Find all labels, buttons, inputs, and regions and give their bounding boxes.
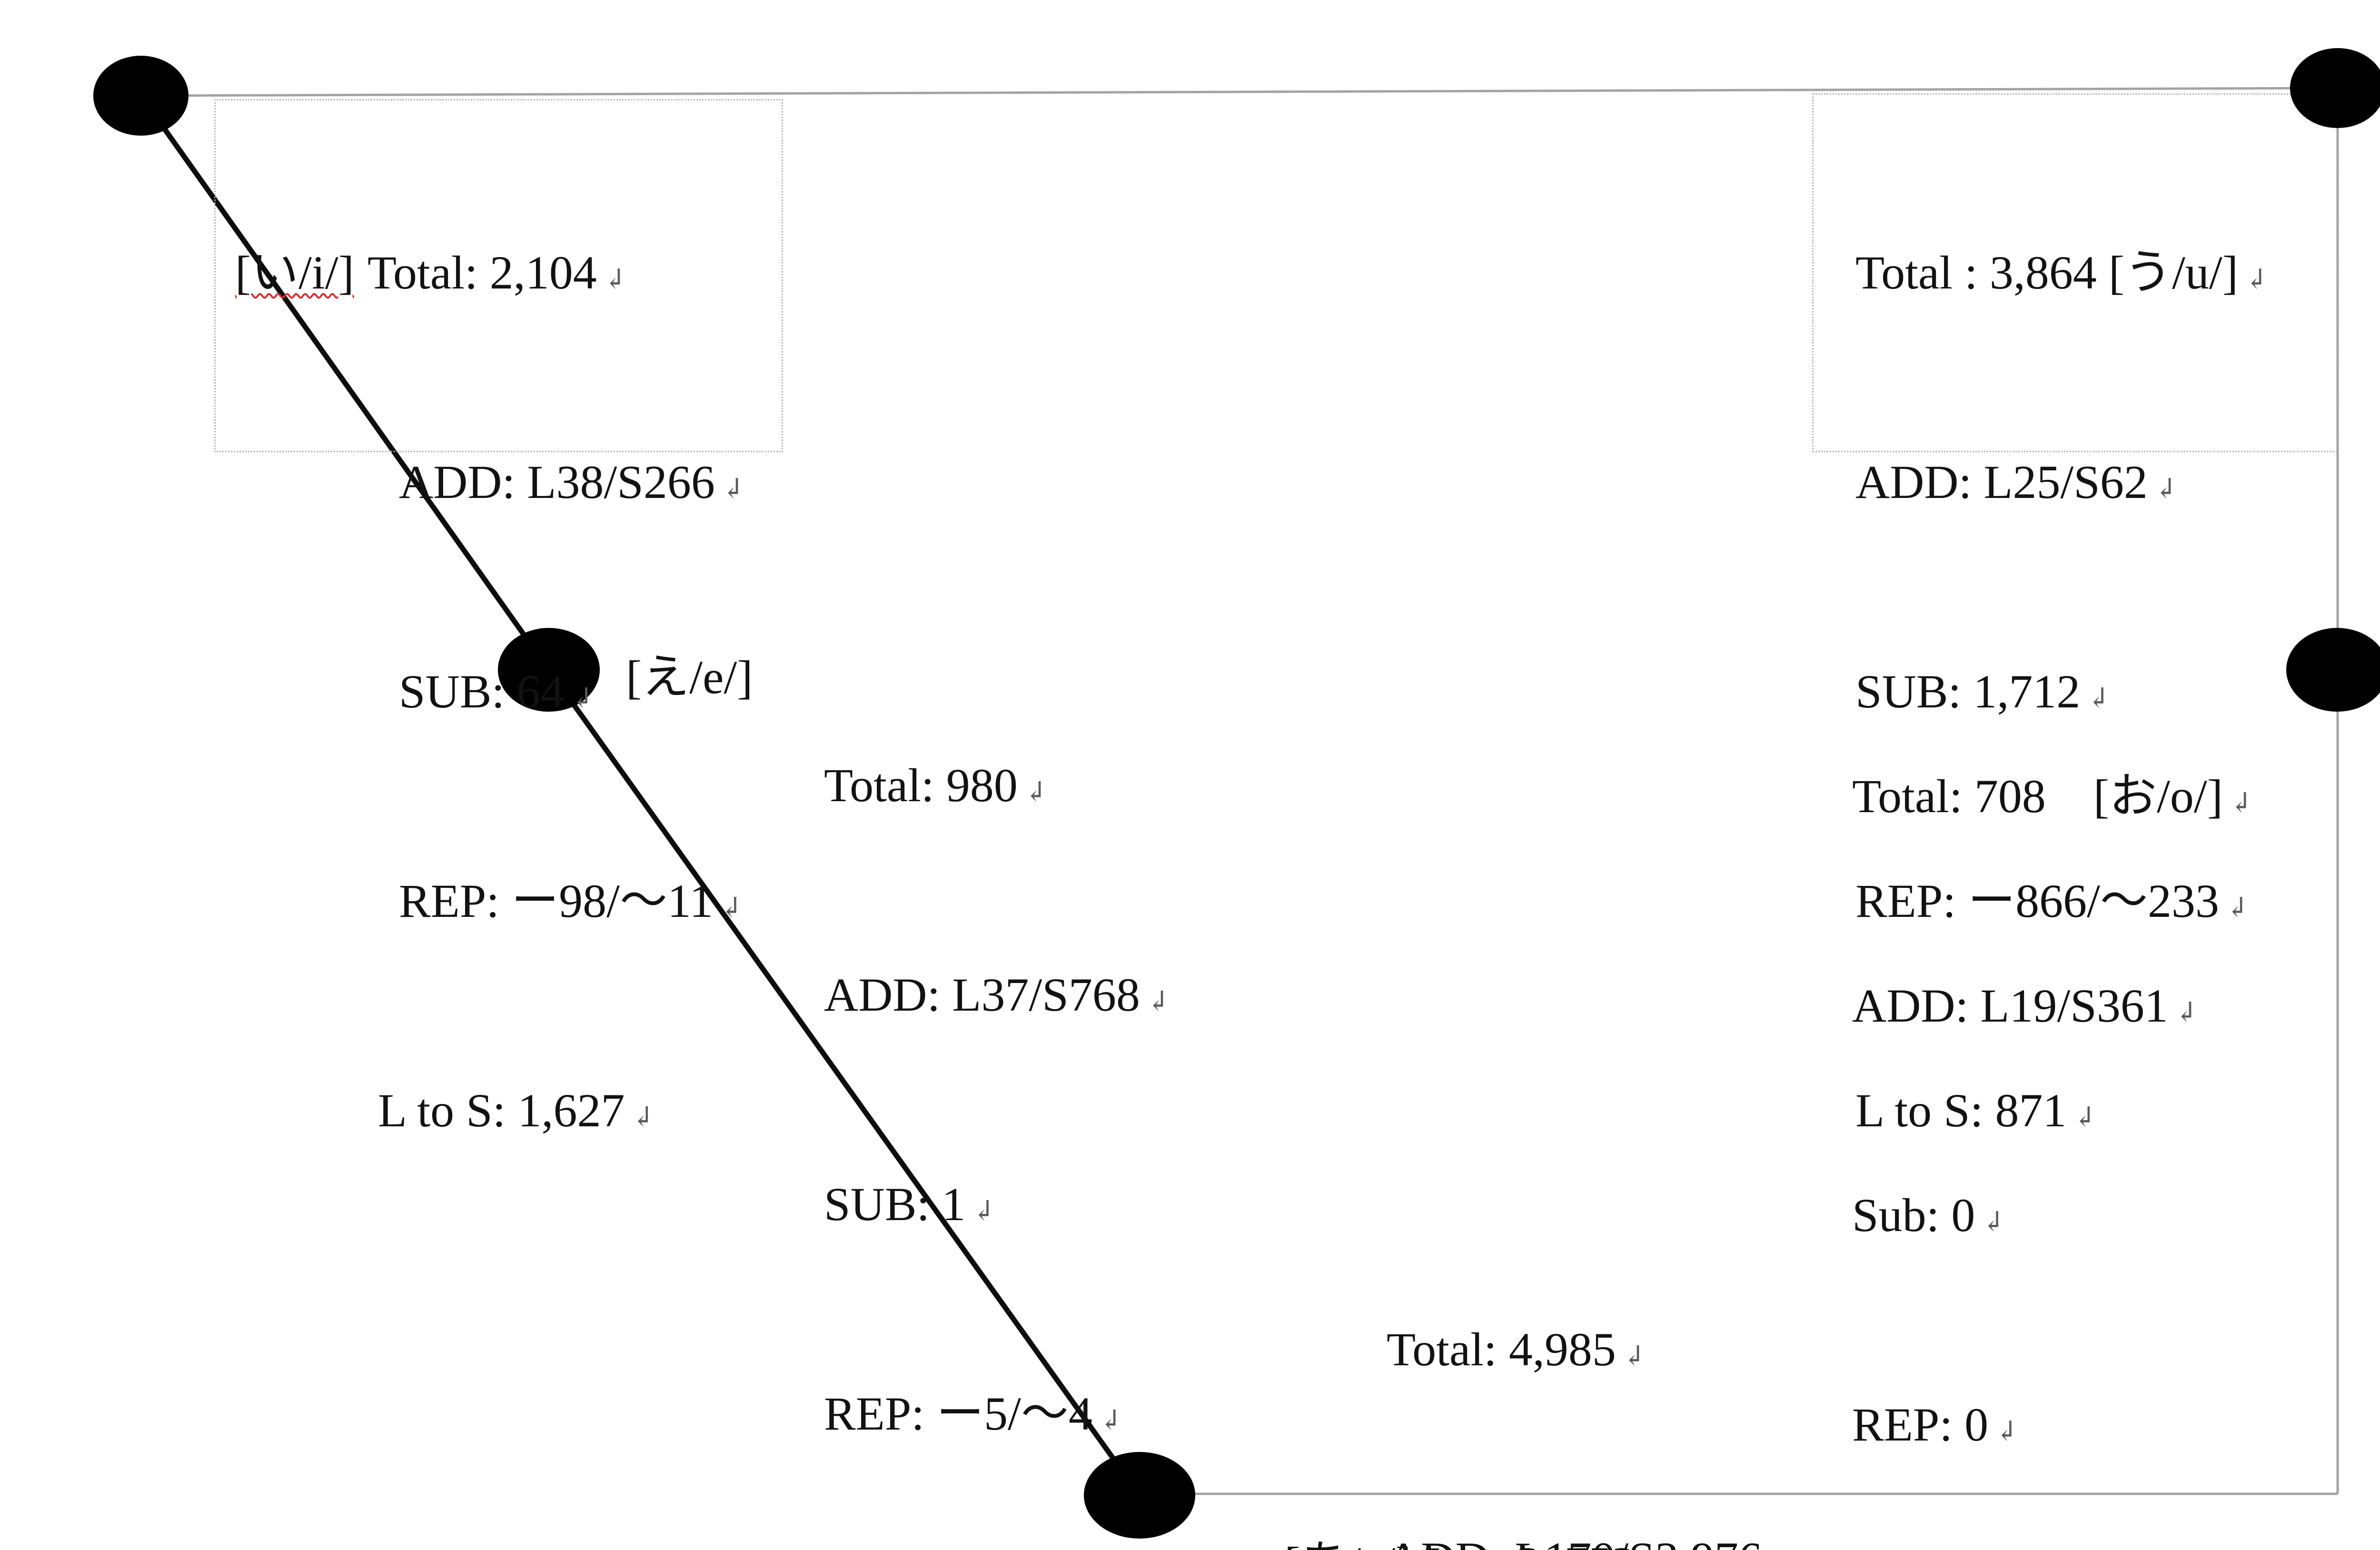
stat-text: Total: 2,104 [367,246,597,299]
node-u-dot [2290,48,2380,128]
return-mark-icon: ↲ [1146,986,1170,1017]
node-a-dot [1084,1452,1195,1539]
return-mark-icon: ↲ [2230,787,2253,818]
stat-line-rep: REP: 0↲ [1852,1391,2253,1465]
stat-line-total: [い/i/]Total: 2,104↲ [235,239,745,313]
node-o-dot [2286,628,2380,712]
return-mark-icon: ↲ [603,264,627,295]
stat-text: SUB: 64 [399,665,565,718]
node-a-bracket: [あ/a/] [1284,1537,1411,1550]
stat-text: L to S: 871 [1855,1084,2067,1137]
return-mark-icon: ↲ [1982,1206,2005,1237]
return-mark-icon: ↲ [972,1195,995,1226]
stat-line-sub: SUB: 1,712↲ [1855,658,2268,732]
node-i-stats: [い/i/]Total: 2,104↲ ADD: L38/S266↲ SUB: … [235,104,745,1286]
node-u-stats: Total : 3,864 [う/u/]↲ ADD: L25/S62↲ SUB:… [1855,104,2268,1286]
stat-text: Total : 3,864 [う/u/] [1855,246,2239,299]
stat-line-ltos: L to S: 1,627↲ [235,1077,745,1151]
node-i-dot [93,56,188,136]
stat-text: Total: 4,985 [1387,1323,1616,1376]
stat-text: ADD: L37/S768 [824,968,1140,1021]
stat-line-add: ADD: L37/S768↲ [824,961,1170,1035]
textbox-outline-i [214,99,783,452]
stat-line-sub: SUB: 64↲ [235,658,745,732]
node-e-bracket: [え/e/] [626,644,753,711]
stat-text: ADD: L38/S266 [399,456,715,508]
return-mark-icon: ↲ [631,1102,655,1133]
stat-line-sub: SUB: 1↲ [824,1171,1170,1245]
stat-text: REP: ー866/～233 [1855,874,2219,927]
return-mark-icon: ↲ [571,683,594,714]
return-mark-icon: ↲ [1995,1416,2018,1447]
node-e-stats: Total: 980↲ ADD: L37/S768↲ SUB: 1↲ REP: … [824,616,1170,1550]
stat-line-add: ADD: L25/S62↲ [1855,448,2268,523]
node-e-dot [498,628,600,712]
return-mark-icon: ↲ [2225,892,2249,923]
stat-line-rep: REP: ー5/～4↲ [824,1380,1170,1454]
stat-line-rep: REP: ー866/～233↲ [1855,867,2268,942]
bracket-text: [え/e/] [626,651,753,704]
return-mark-icon: ↲ [1024,776,1048,807]
stat-text: ADD: L170/S3,976 [1387,1532,1762,1550]
stat-text: REP: ー5/～4 [824,1387,1092,1440]
stat-text: REP: 0 [1852,1398,1989,1451]
node-o-stats: Total: 708 [お/o/]↲ ADD: L19/S361↲ Sub: 0… [1852,627,2253,1550]
stat-text: L to S: 1,627 [378,1084,625,1137]
return-mark-icon: ↲ [2087,683,2110,714]
node-i-bracket: [い/i/] [235,246,354,299]
return-mark-icon: ↲ [1622,1341,1646,1371]
stat-line-rep: REP: ー98/～11↲ [235,867,745,942]
stat-text: Sub: 0 [1852,1189,1975,1242]
stat-line-total: Total: 4,985↲ [1387,1316,1792,1390]
return-mark-icon: ↲ [2154,473,2178,504]
stat-line-sub: Sub: 0↲ [1852,1182,2253,1256]
stat-text: ADD: L25/S62 [1855,456,2148,508]
return-mark-icon: ↲ [721,473,745,504]
stat-text: Total: 708 [お/o/] [1852,770,2223,823]
node-a-stats: Total: 4,985↲ ADD: L170/S3,976↲ SUB: 22↲… [1387,1181,1792,1550]
stat-line-total: Total : 3,864 [う/u/]↲ [1855,239,2268,313]
stat-text: L to S: 752 [1425,1537,1636,1550]
stat-line-add: ADD: L19/S361↲ [1852,972,2253,1046]
edge-e-to-a [546,668,1142,1497]
stat-line-add: ADD: L170/S3,976↲ [1387,1525,1792,1550]
return-mark-icon: ↲ [2073,1102,2097,1133]
stat-text: SUB: 1,712 [1855,665,2081,718]
edge-i-to-e [139,94,551,672]
textbox-outline-u [1812,93,2338,452]
return-mark-icon: ↲ [720,892,743,923]
stat-line-total: Total: 980↲ [824,752,1170,826]
stat-text: ADD: L19/S361 [1852,979,2168,1032]
stat-text: Total: 980 [824,759,1018,812]
stat-line-add: ADD: L38/S266↲ [235,448,745,523]
return-mark-icon: ↲ [2245,264,2268,295]
stat-text: SUB: 1 [824,1178,966,1231]
frame-top-line [140,87,2338,97]
return-mark-icon: ↲ [2174,997,2198,1028]
stat-line-total: Total: 708 [お/o/]↲ [1852,763,2253,837]
node-a-lastline: [あ/a/]L to S: 752↲ [1237,1462,1666,1550]
stat-line-ltos: L to S: 871↲ [1855,1077,2268,1151]
return-mark-icon: ↲ [1099,1405,1122,1436]
stat-text: REP: ー98/～11 [399,874,714,927]
